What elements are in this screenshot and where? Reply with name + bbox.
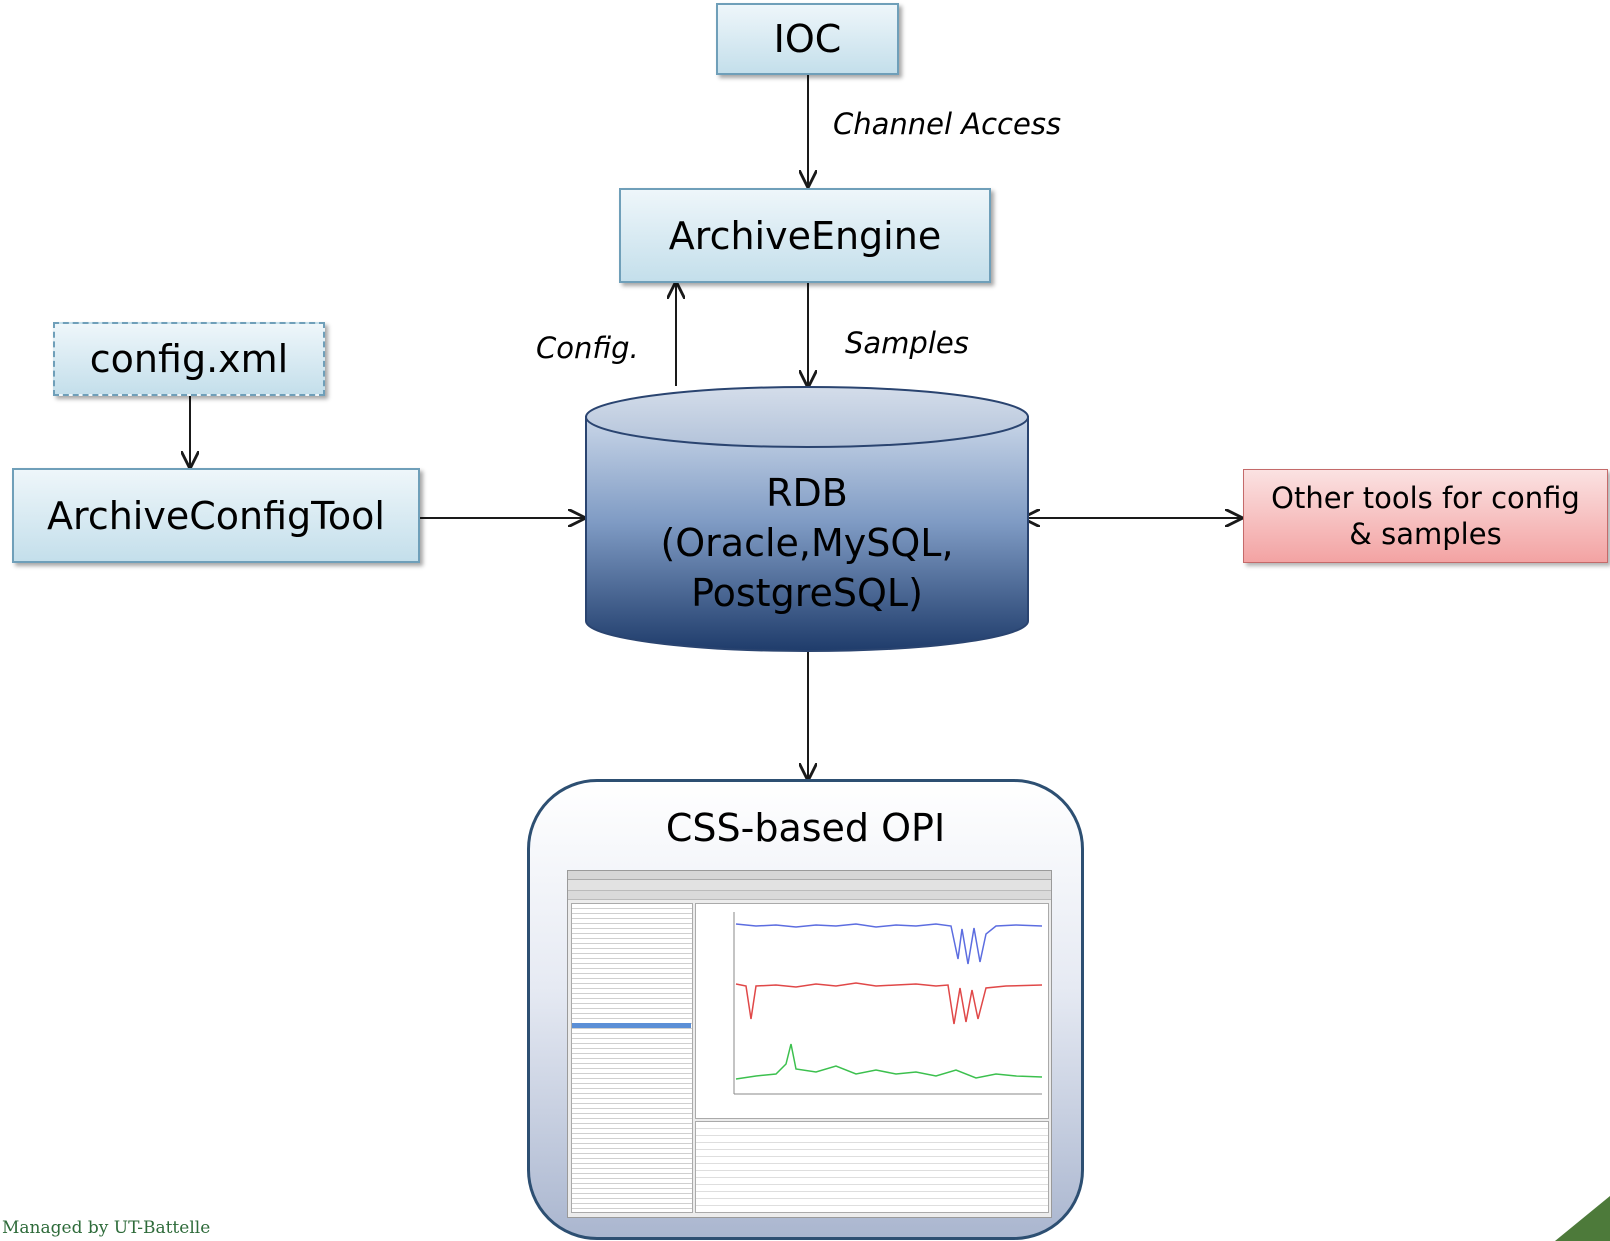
config-xml-label: config.xml (89, 337, 289, 381)
screenshot-titlebar (568, 871, 1051, 880)
rdb-title: RDB (766, 471, 848, 515)
rdb-database (585, 386, 1029, 652)
ioc-node: IOC (716, 3, 899, 75)
other-tools-label-1: Other tools for config (1271, 481, 1580, 515)
ioc-label: IOC (773, 17, 842, 61)
other-tools-label-2: & samples (1349, 517, 1502, 551)
opi-title: CSS-based OPI (665, 806, 946, 850)
rdb-db-list-1: (Oracle,MySQL, (660, 521, 954, 565)
other-tools-node: Other tools for config & samples (1243, 469, 1608, 563)
corner-accent (1555, 1196, 1610, 1241)
opi-screenshot (567, 870, 1052, 1218)
rdb-label: RDB (Oracle,MySQL, PostgreSQL) (590, 468, 1024, 618)
screenshot-plot (733, 912, 1043, 1095)
screenshot-toolbar (568, 880, 1051, 891)
archive-config-tool-node: ArchiveConfigTool (12, 468, 420, 563)
samples-label: Samples (845, 326, 969, 360)
archive-config-tool-label: ArchiveConfigTool (47, 493, 385, 538)
screenshot-tabs (568, 891, 1051, 900)
footer-text: Managed by UT-Battelle (2, 1218, 211, 1238)
config-xml-node: config.xml (53, 322, 325, 396)
archive-engine-node: ArchiveEngine (619, 188, 991, 283)
channel-access-label: Channel Access (833, 107, 1062, 141)
screenshot-left-panel (571, 903, 693, 1213)
opi-node: CSS-based OPI (527, 779, 1084, 1240)
screenshot-bottom-panel (695, 1121, 1049, 1213)
config-label: Config. (536, 331, 639, 365)
screenshot-selected-row (572, 1023, 691, 1028)
archive-engine-label: ArchiveEngine (668, 213, 942, 258)
rdb-db-list-2: PostgreSQL) (691, 571, 923, 615)
screenshot-plot-area (695, 903, 1049, 1119)
